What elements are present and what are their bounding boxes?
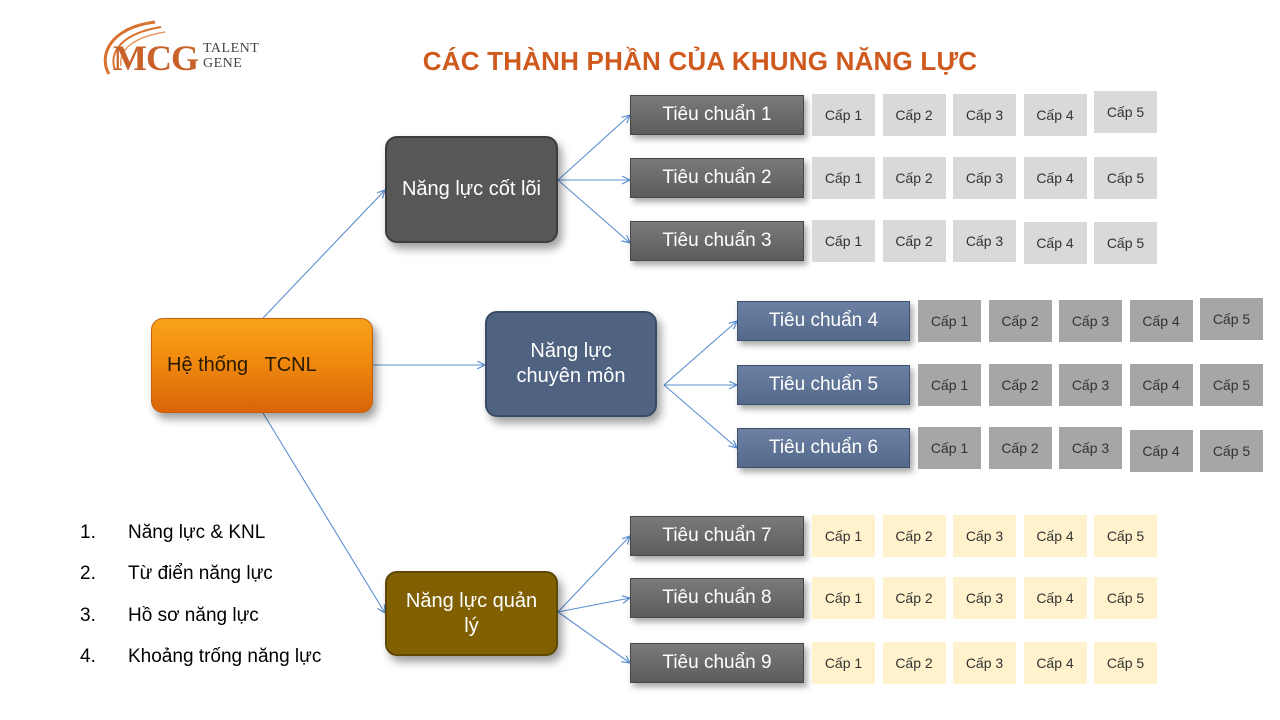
standard-box: Tiêu chuẩn 2 [630,158,804,198]
level-cell: Cấp 4 [1023,157,1087,199]
level-cell: Cấp 3 [1059,427,1122,469]
level-cell: Cấp 2 [882,577,946,619]
level-cell: Cấp 3 [1059,364,1122,406]
connector-arrow [663,384,737,448]
standard-box: Tiêu chuẩn 9 [630,643,804,683]
professional-competency-label: Năng lực chuyên môn [516,340,626,387]
connector-arrow [557,598,630,613]
level-cell: Cấp 1 [812,577,875,619]
level-cell: Cấp 1 [812,220,875,262]
standard-box: Tiêu chuẩn 7 [630,516,804,556]
connector-arrow [557,115,630,181]
connector-arrow [262,412,385,613]
list-item-text: Khoảng trống năng lực [128,645,322,667]
level-cell: Cấp 1 [918,364,981,406]
level-cell: Cấp 2 [882,220,946,262]
level-cell: Cấp 5 [1200,298,1263,340]
standard-box: Tiêu chuẩn 4 [737,301,910,341]
level-cell: Cấp 5 [1200,430,1263,472]
logo-brand: MCG [113,38,199,78]
standard-box: Tiêu chuẩn 5 [737,365,910,405]
core-competency-node: Năng lực cốt lõi [385,136,558,243]
standard-box: Tiêu chuẩn 1 [630,95,804,135]
level-cell: Cấp 2 [988,300,1052,342]
level-cell: Cấp 1 [812,515,875,557]
connector-arrow [557,536,630,613]
level-cell: Cấp 3 [1059,300,1122,342]
management-competency-node: Năng lực quản lý [385,571,558,656]
list-item-number: 2. [80,563,96,585]
list-item-number: 1. [80,522,96,543]
page-title: CÁC THÀNH PHẦN CỦA KHUNG NĂNG LỰC [422,46,978,76]
level-cell: Cấp 4 [1023,515,1087,557]
list-item-number: 3. [80,604,96,626]
list-item-text: Năng lực & KNL [128,522,266,543]
list-item-number: 4. [80,645,96,667]
level-cell: Cấp 5 [1094,157,1157,199]
level-cell: Cấp 4 [1023,577,1087,619]
standard-box: Tiêu chuẩn 6 [737,428,910,468]
level-cell: Cấp 5 [1094,642,1157,684]
management-competency-label: Năng lực quản lý [405,589,538,637]
logo-tagline-line2: GENE [203,56,243,71]
level-cell: Cấp 5 [1094,222,1157,264]
level-cell: Cấp 4 [1023,222,1087,264]
level-cell: Cấp 3 [953,577,1016,619]
level-cell: Cấp 4 [1129,364,1193,406]
level-cell: Cấp 5 [1094,577,1157,619]
level-cell: Cấp 1 [812,157,875,199]
core-competency-label: Năng lực cốt lõi [401,178,541,200]
level-cell: Cấp 2 [988,364,1052,406]
logo-tagline-line1: TALENT [203,41,260,56]
level-cell: Cấp 3 [953,642,1016,684]
level-cell: Cấp 2 [988,427,1052,469]
level-cell: Cấp 1 [812,642,875,684]
level-cell: Cấp 1 [918,427,981,469]
connector-arrow [262,190,385,319]
level-cell: Cấp 4 [1023,642,1087,684]
level-cell: Cấp 3 [953,220,1016,262]
connector-arrow [557,179,630,243]
level-cell: Cấp 1 [812,94,875,136]
level-cell: Cấp 4 [1129,430,1193,472]
logo-tagline: TALENT GENE [203,41,259,71]
level-cell: Cấp 2 [882,515,946,557]
logo-swoosh-icon [103,20,166,75]
root-node: Hệ thống TCNL [151,318,373,413]
standard-box: Tiêu chuẩn 3 [630,221,804,261]
level-cell: Cấp 2 [882,157,946,199]
root-node-label: Hệ thống TCNL [167,354,317,376]
connector-arrow [663,321,737,386]
level-cell: Cấp 5 [1094,515,1157,557]
level-cell: Cấp 1 [918,300,981,342]
level-cell: Cấp 3 [953,515,1016,557]
professional-competency-node: Năng lực chuyên môn [485,311,657,417]
level-cell: Cấp 2 [882,94,946,136]
level-cell: Cấp 2 [882,642,946,684]
level-cell: Cấp 4 [1129,300,1193,342]
list-item-text: Từ điển năng lực [128,563,273,585]
level-cell: Cấp 5 [1200,364,1263,406]
list-item-text: Hồ sơ năng lực [128,604,259,626]
company-logo: MCG TALENT GENE [95,18,270,80]
level-cell: Cấp 3 [953,157,1016,199]
standard-box: Tiêu chuẩn 8 [630,578,804,618]
connector-arrow [557,611,630,663]
level-cell: Cấp 3 [953,94,1016,136]
level-cell: Cấp 4 [1023,94,1087,136]
level-cell: Cấp 5 [1094,91,1157,133]
